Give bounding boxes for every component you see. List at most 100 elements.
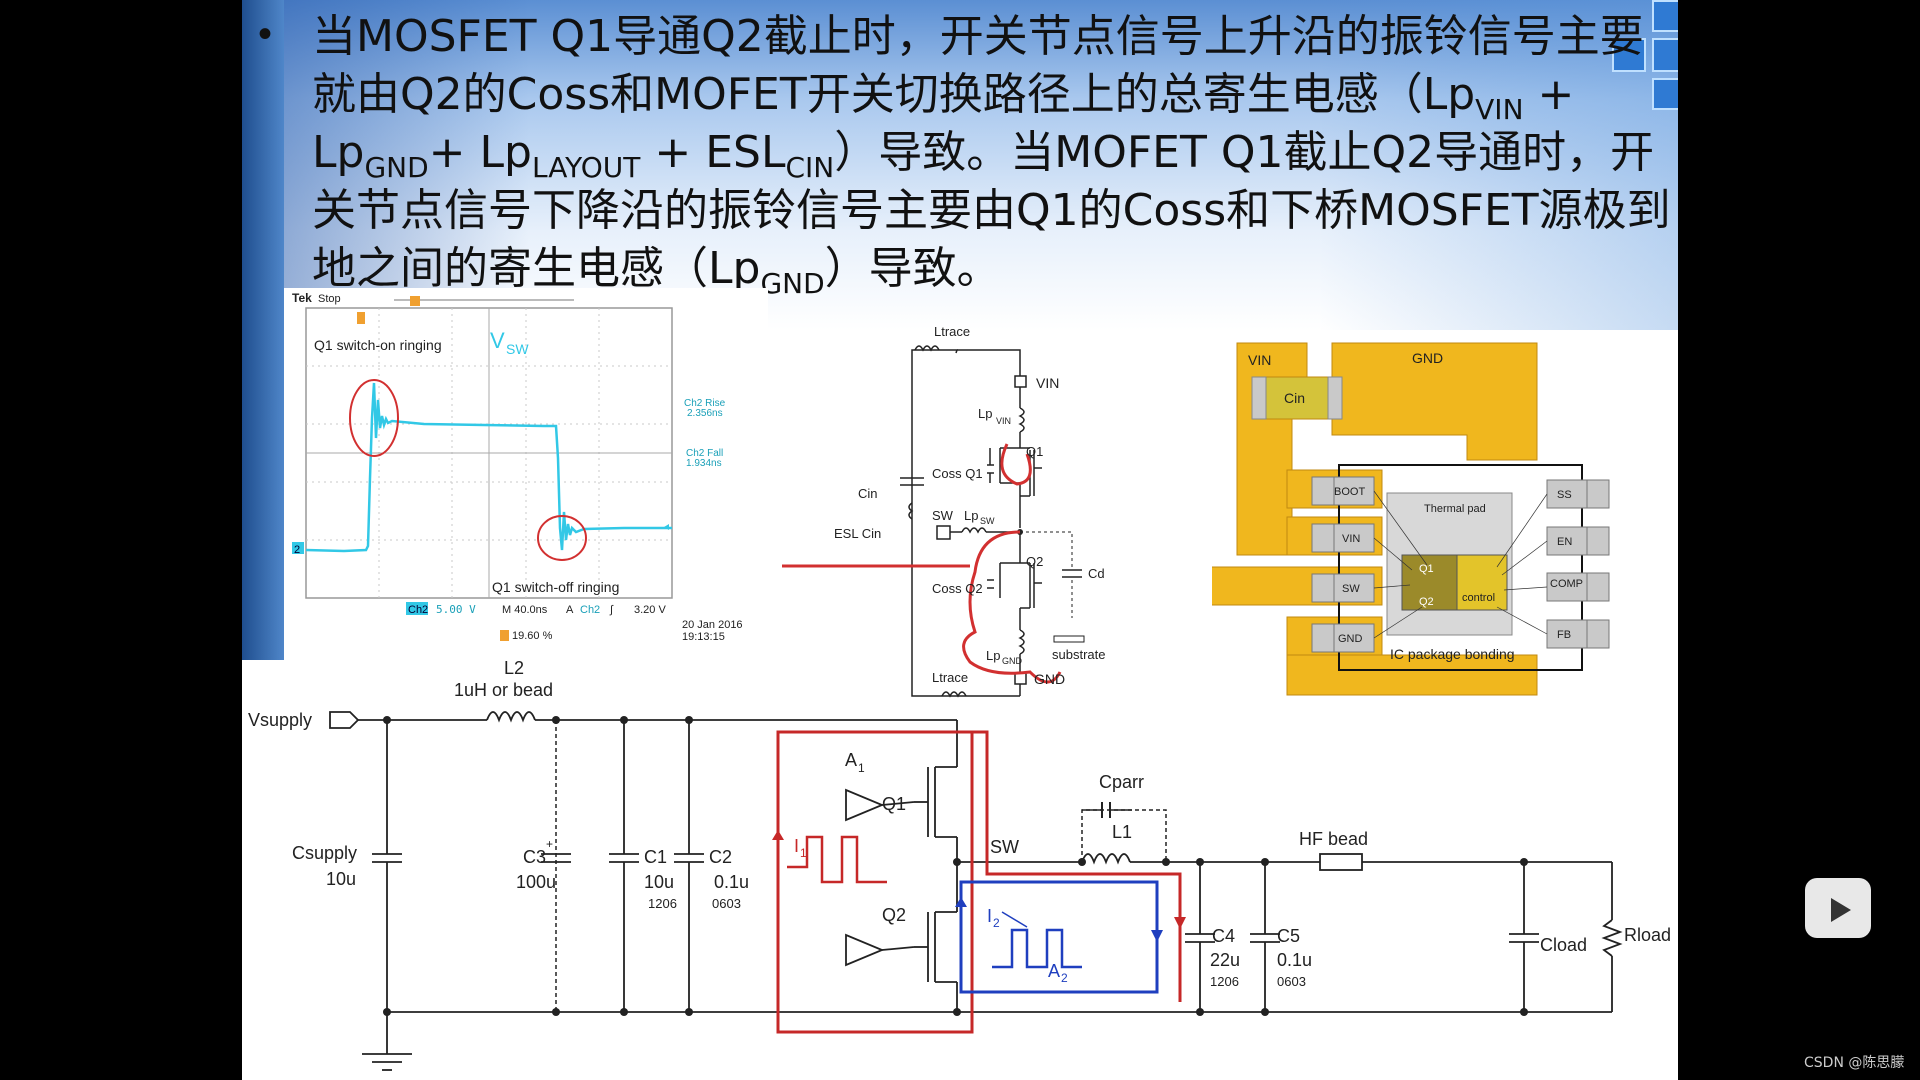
csupply-label: Csupply [292, 843, 357, 863]
q2-switch-label: Q2 [882, 905, 906, 925]
play-button[interactable] [1805, 878, 1871, 938]
slide-header-gradient [242, 0, 1678, 330]
paragraph-part: ）导致。 [824, 243, 1001, 294]
slide-paragraph: 当MOSFET Q1导通Q2截止时，开关节点信号上升沿的振铃信号主要就由Q2的C… [312, 8, 1672, 298]
pin-sw: SW [1342, 583, 1360, 595]
thermal-pad-label: Thermal pad [1424, 503, 1486, 515]
q1-label: Q1 [1026, 444, 1043, 459]
paragraph-part: + ESL [640, 127, 786, 178]
pin-gnd: GND [1338, 633, 1363, 645]
decor-tile [1652, 78, 1678, 110]
cin-label: Cin [858, 486, 878, 501]
i2-label: I [987, 906, 992, 926]
ltrace-top-label: Ltrace [934, 324, 970, 339]
channel-badge: Ch2 [408, 604, 428, 616]
rise-value: 2.356ns [687, 408, 723, 419]
ic-bonding-label: IC package bonding [1390, 646, 1515, 662]
lp-gnd-label: Lp [986, 648, 1000, 663]
pkg-gnd-label: GND [1412, 350, 1443, 366]
paragraph-part: + Lp [312, 69, 1575, 178]
subscript: VIN [1475, 93, 1524, 126]
vsw-label: V [490, 328, 505, 353]
lp-vin-label: Lp [978, 406, 992, 421]
vin-label: VIN [1036, 375, 1059, 391]
c1-label: C1 [644, 847, 667, 867]
l1-label: L1 [1112, 822, 1132, 842]
subscript: CIN [785, 151, 835, 184]
paragraph-part: 当MOSFET Q1导通Q2截止时，开关节点信号上升沿的振铃信号主要就由Q2的C… [312, 11, 1644, 120]
scope-state: Stop [318, 293, 341, 305]
c3-plus: + [546, 837, 553, 851]
sw-node-label: SW [990, 837, 1019, 857]
a2-down-arrow-icon [1151, 930, 1163, 942]
switch-off-highlight [537, 515, 587, 561]
package-layout: VIN GND Cin BOOT Thermal pad SS VIN EN Q… [1212, 342, 1610, 696]
fall-label: Ch2 Fall [686, 448, 723, 459]
c5-label: C5 [1277, 926, 1300, 946]
i1-label: I [794, 836, 799, 856]
decor-tile [1652, 0, 1678, 32]
c5-package: 0603 [1277, 974, 1306, 989]
switch-off-label: Q1 switch-off ringing [492, 579, 619, 595]
q2-label: Q2 [1026, 554, 1043, 569]
left-decor-strip [242, 0, 284, 660]
switch-on-label: Q1 switch-on ringing [314, 337, 442, 353]
i1-sub: 1 [800, 846, 807, 860]
c1-package: 1206 [648, 896, 677, 911]
c2-label: C2 [709, 847, 732, 867]
pin-en: EN [1557, 536, 1572, 548]
oscilloscope-svg: Tek Stop Q1 switch-on ringing V SW Q1 sw… [292, 291, 743, 643]
lp-gnd-sub: GND [1002, 656, 1023, 666]
trigger-slope-icon: ∫ [609, 604, 614, 616]
trigger-level: 3.20 V [634, 604, 666, 616]
trigger-level-icon [664, 524, 669, 530]
gnd-label: GND [1034, 671, 1065, 687]
cload-label: Cload [1540, 935, 1587, 955]
cparr-label: Cparr [1099, 772, 1144, 792]
pin-comp: COMP [1550, 578, 1583, 590]
paragraph-part: ）导致。当MOFET Q1截止Q2导通时，开关节点信号下降沿的振铃信号主要由Q1… [312, 127, 1671, 294]
paragraph-part: + Lp [428, 127, 532, 178]
die-q1-label: Q1 [1419, 563, 1434, 575]
subscript: GND [760, 267, 825, 300]
trigger-marker [357, 312, 365, 324]
vsupply-label: Vsupply [248, 710, 312, 730]
c5-value: 0.1u [1277, 950, 1312, 970]
play-icon [1823, 882, 1853, 922]
lp-sw-label: Lp [964, 508, 978, 523]
ltrace-bottom-label: Ltrace [932, 670, 968, 685]
c4-label: C4 [1212, 926, 1235, 946]
watermark: CSDN @陈思朦 [1804, 1055, 1905, 1071]
c1-value: 10u [644, 872, 674, 892]
lp-sw-sub: SW [980, 516, 995, 526]
decor-tile [1652, 38, 1678, 72]
i2-sub: 2 [993, 916, 1000, 930]
sw-label: SW [932, 508, 954, 523]
l2-label: L2 [504, 658, 524, 678]
subscript: LAYOUT [531, 151, 641, 184]
a2-label: A [1048, 961, 1060, 981]
die-control-label: control [1462, 592, 1495, 604]
buck-schematic: Vsupply L2 1uH or bead Csupply 10u C3 + … [248, 658, 1671, 1071]
q1-switch-label: Q1 [882, 794, 906, 814]
vsw-waveform [305, 382, 672, 553]
a1-down-arrow-icon [1174, 917, 1186, 929]
cin-body [1251, 376, 1343, 420]
scope-brand: Tek [292, 291, 312, 305]
channel-marker: 2 [294, 544, 300, 556]
i1-arrow-icon [772, 830, 784, 840]
volts-per-div: 5.00 V [436, 603, 476, 616]
a1-label: A [845, 750, 857, 770]
i2-waveform [992, 928, 1082, 969]
q1-q2-die [1401, 554, 1458, 611]
lp-vin-sub: VIN [996, 416, 1011, 426]
scope-time: 19:13:15 [682, 631, 725, 643]
pkg-cin-label: Cin [1284, 390, 1305, 406]
trigger-mode: A [566, 604, 574, 616]
pin-vin: VIN [1342, 533, 1360, 545]
c4-value: 22u [1210, 950, 1240, 970]
trigger-position-marker [410, 296, 420, 306]
esl-cin-label: ESL Cin [834, 526, 881, 541]
c2-package: 0603 [712, 896, 741, 911]
die-q2-label: Q2 [1419, 596, 1434, 608]
